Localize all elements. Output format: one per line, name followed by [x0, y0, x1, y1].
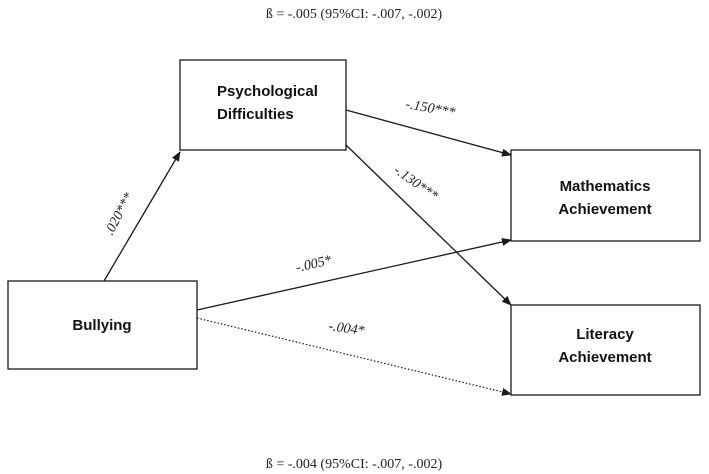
coef-bullying-to-literacy: -.004*: [327, 319, 365, 339]
coef-psych-to-math: -.150***: [404, 97, 456, 120]
arrow-bullying-to-literacy: [196, 317, 512, 396]
arrow-psych-to-math: [345, 109, 512, 157]
node-psych-line1: Psychological: [217, 83, 318, 100]
arrow-bullying-to-psych: [103, 151, 181, 282]
arrow-bullying-to-math: [196, 238, 512, 311]
coef-psych-to-literacy: -.130***: [391, 163, 441, 204]
coef-bullying-to-math: -.005*: [295, 253, 334, 276]
node-literacy-achievement: Literacy Achievement: [510, 304, 701, 396]
node-literacy-line2: Achievement: [558, 349, 651, 366]
arrow-psych-to-literacy: [345, 144, 512, 306]
bottom-effect-text: ß = -.004 (95%CI: -.007, -.002): [266, 457, 443, 472]
top-effect-text: ß = -.005 (95%CI: -.007, -.002): [266, 7, 443, 22]
node-bullying: Bullying: [7, 280, 198, 370]
coef-bullying-to-psych: .020***: [102, 191, 137, 238]
node-psych-line2: Difficulties: [217, 106, 294, 123]
node-bullying-label: Bullying: [72, 317, 131, 334]
node-literacy-line1: Literacy: [576, 326, 634, 343]
node-mathematics-achievement: Mathematics Achievement: [510, 149, 701, 242]
node-math-line2: Achievement: [558, 201, 651, 218]
node-psychological-difficulties: Psychological Difficulties: [179, 59, 347, 151]
node-math-line1: Mathematics: [560, 178, 651, 195]
